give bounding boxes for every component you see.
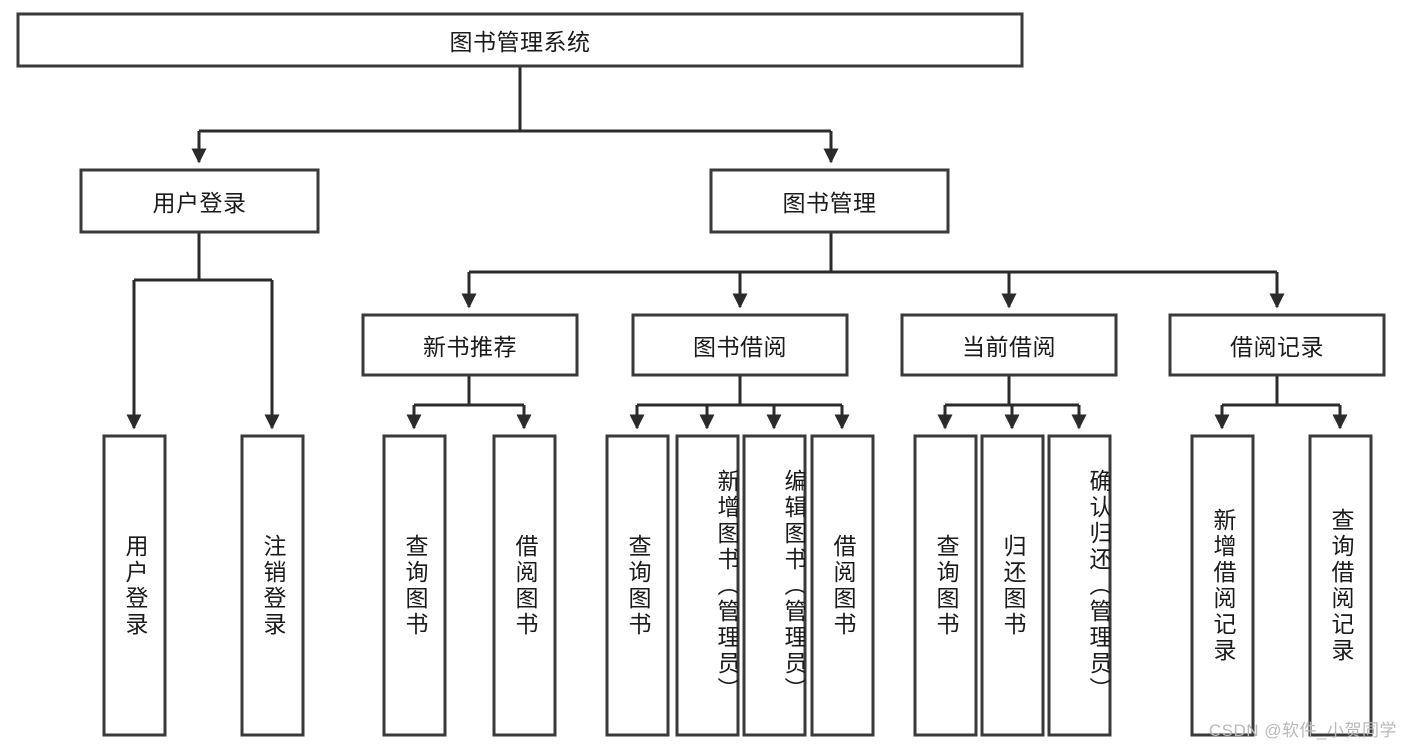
- node-borrow-record[interactable]: [1168, 313, 1386, 377]
- node-root[interactable]: [16, 12, 1024, 68]
- node-leaf-book-borrow-2[interactable]: [675, 434, 740, 737]
- node-leaf-current-borrow-2[interactable]: [980, 434, 1045, 737]
- node-current-borrow[interactable]: [900, 313, 1118, 377]
- node-new-book[interactable]: [361, 313, 579, 377]
- node-leaf-current-borrow-1[interactable]: [913, 434, 978, 737]
- node-user-login[interactable]: [79, 168, 320, 234]
- node-leaf-current-borrow-3[interactable]: [1047, 434, 1112, 737]
- node-book-manage[interactable]: [709, 168, 950, 234]
- node-leaf-borrow-record-1[interactable]: [1190, 434, 1255, 737]
- node-leaf-book-borrow-4[interactable]: [810, 434, 875, 737]
- node-leaf-borrow-record-2[interactable]: [1308, 434, 1373, 737]
- node-leaf-book-borrow-1[interactable]: [605, 434, 670, 737]
- watermark: CSDN @软件_小贺同学: [1208, 721, 1397, 740]
- node-leaf-book-borrow-3[interactable]: [742, 434, 807, 737]
- node-leaf-new-book-1[interactable]: [382, 434, 447, 737]
- node-book-borrow[interactable]: [631, 313, 849, 377]
- node-leaf-user-login-1[interactable]: [102, 434, 167, 737]
- node-leaf-new-book-2[interactable]: [492, 434, 557, 737]
- node-leaf-user-login-2[interactable]: [240, 434, 305, 737]
